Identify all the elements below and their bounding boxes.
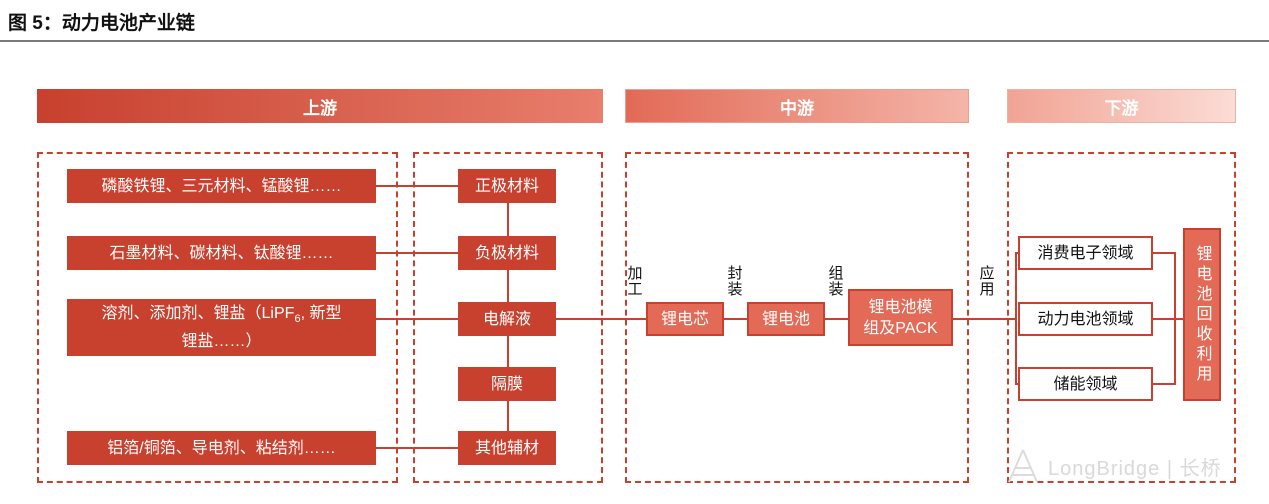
upstream-header: 上游 [37,89,603,123]
raw-cathode-materials: 磷酸铁锂、三元材料、锰酸锂…… [67,169,376,203]
battery-recycling-box: 锂电池回收利用 [1183,228,1221,401]
other-material-box: 其他辅材 [458,431,556,465]
raw-auxiliary-materials: 铝箔/铜箔、导电剂、粘结剂…… [67,431,376,465]
bracket-to-storage [1015,383,1020,385]
raw-electrolyte-materials: 溶剂、添加剂、锂盐（LiPF6, 新型 锂盐……） [67,299,376,356]
connector-cell-to-battery [724,318,748,320]
connector-module-to-downstream [953,318,1017,320]
materials-group [413,152,603,483]
recycle-bracket-vertical [1174,252,1176,385]
energy-storage-label: 储能领域 [1053,375,1118,393]
raw-electrolyte-subscript: 6 [294,313,301,326]
watermark: LongBridge | 长桥 [1048,452,1222,481]
label-assemble: 组装 [828,265,844,298]
connector-auxiliary [375,447,460,449]
cathode-material-box: 正极材料 [458,169,556,203]
midstream-group [625,152,969,483]
storage-to-recycle [1152,383,1176,385]
power-to-recycle [1152,318,1184,320]
label-package: 封装 [727,265,743,298]
downstream-header: 下游 [1007,89,1236,123]
raw-auxiliary-label: 铝箔/铜箔、导电剂、粘结剂…… [107,439,336,457]
electrolyte-label: 电解液 [482,310,531,328]
downstream-group [1007,152,1236,483]
bracket-to-consumer [1015,252,1020,254]
battery-recycling-label: 锂电池回收利用 [1193,244,1211,385]
title-divider [0,40,1269,42]
label-apply: 应用 [979,265,995,298]
electrolyte-box: 电解液 [458,302,556,336]
raw-electrolyte-suffix: , 新型 [300,305,342,323]
raw-electrolyte-prefix: 溶剂、添加剂、锂盐（LiPF [101,305,295,323]
separator-box: 隔膜 [458,367,556,401]
lithium-battery-label: 锂电池 [761,310,810,328]
lithium-battery-box: 锂电池 [747,302,825,336]
midstream-header: 中游 [625,89,969,123]
lithium-cell-box: 锂电芯 [646,302,724,336]
other-material-label: 其他辅材 [474,439,539,457]
battery-module-pack-box: 锂电池模 组及PACK [848,289,953,346]
anode-material-label: 负极材料 [474,244,539,262]
raw-anode-label: 石墨材料、碳材料、钛酸锂…… [109,244,334,262]
raw-electrolyte-line2: 锂盐……） [181,332,262,350]
separator-label: 隔膜 [490,375,523,393]
connector-electrolyte [375,318,460,320]
raw-electrolyte-line1: 溶剂、添加剂、锂盐（LiPF6, 新型 [102,303,342,330]
consumer-to-recycle [1152,252,1176,254]
raw-cathode-label: 磷酸铁锂、三元材料、锰酸锂…… [101,177,342,195]
lithium-cell-label: 锂电芯 [660,310,709,328]
connector-electrolyte-to-cell [556,318,647,320]
module-line2: 组及PACK [863,319,938,337]
consumer-electronics-box: 消费电子领域 [1018,236,1153,270]
connector-cathode [375,185,460,187]
figure-title: 图 5：动力电池产业链 [8,13,195,34]
consumer-electronics-label: 消费电子领域 [1037,244,1134,262]
raw-anode-materials: 石墨材料、碳材料、钛酸锂…… [67,236,376,270]
downstream-bracket-vertical [1015,252,1017,385]
longbridge-logo-icon [1008,449,1038,483]
energy-storage-box: 储能领域 [1018,367,1153,401]
label-process: 加工 [627,265,643,298]
raw-materials-group [37,152,398,483]
connector-battery-to-module [825,318,849,320]
connector-anode [375,252,460,254]
watermark-text: LongBridge | 长桥 [1048,458,1222,480]
power-battery-box: 动力电池领域 [1018,302,1153,336]
power-battery-label: 动力电池领域 [1037,310,1134,328]
anode-material-box: 负极材料 [458,236,556,270]
cathode-material-label: 正极材料 [474,177,539,195]
module-line1: 锂电池模 [868,298,933,316]
